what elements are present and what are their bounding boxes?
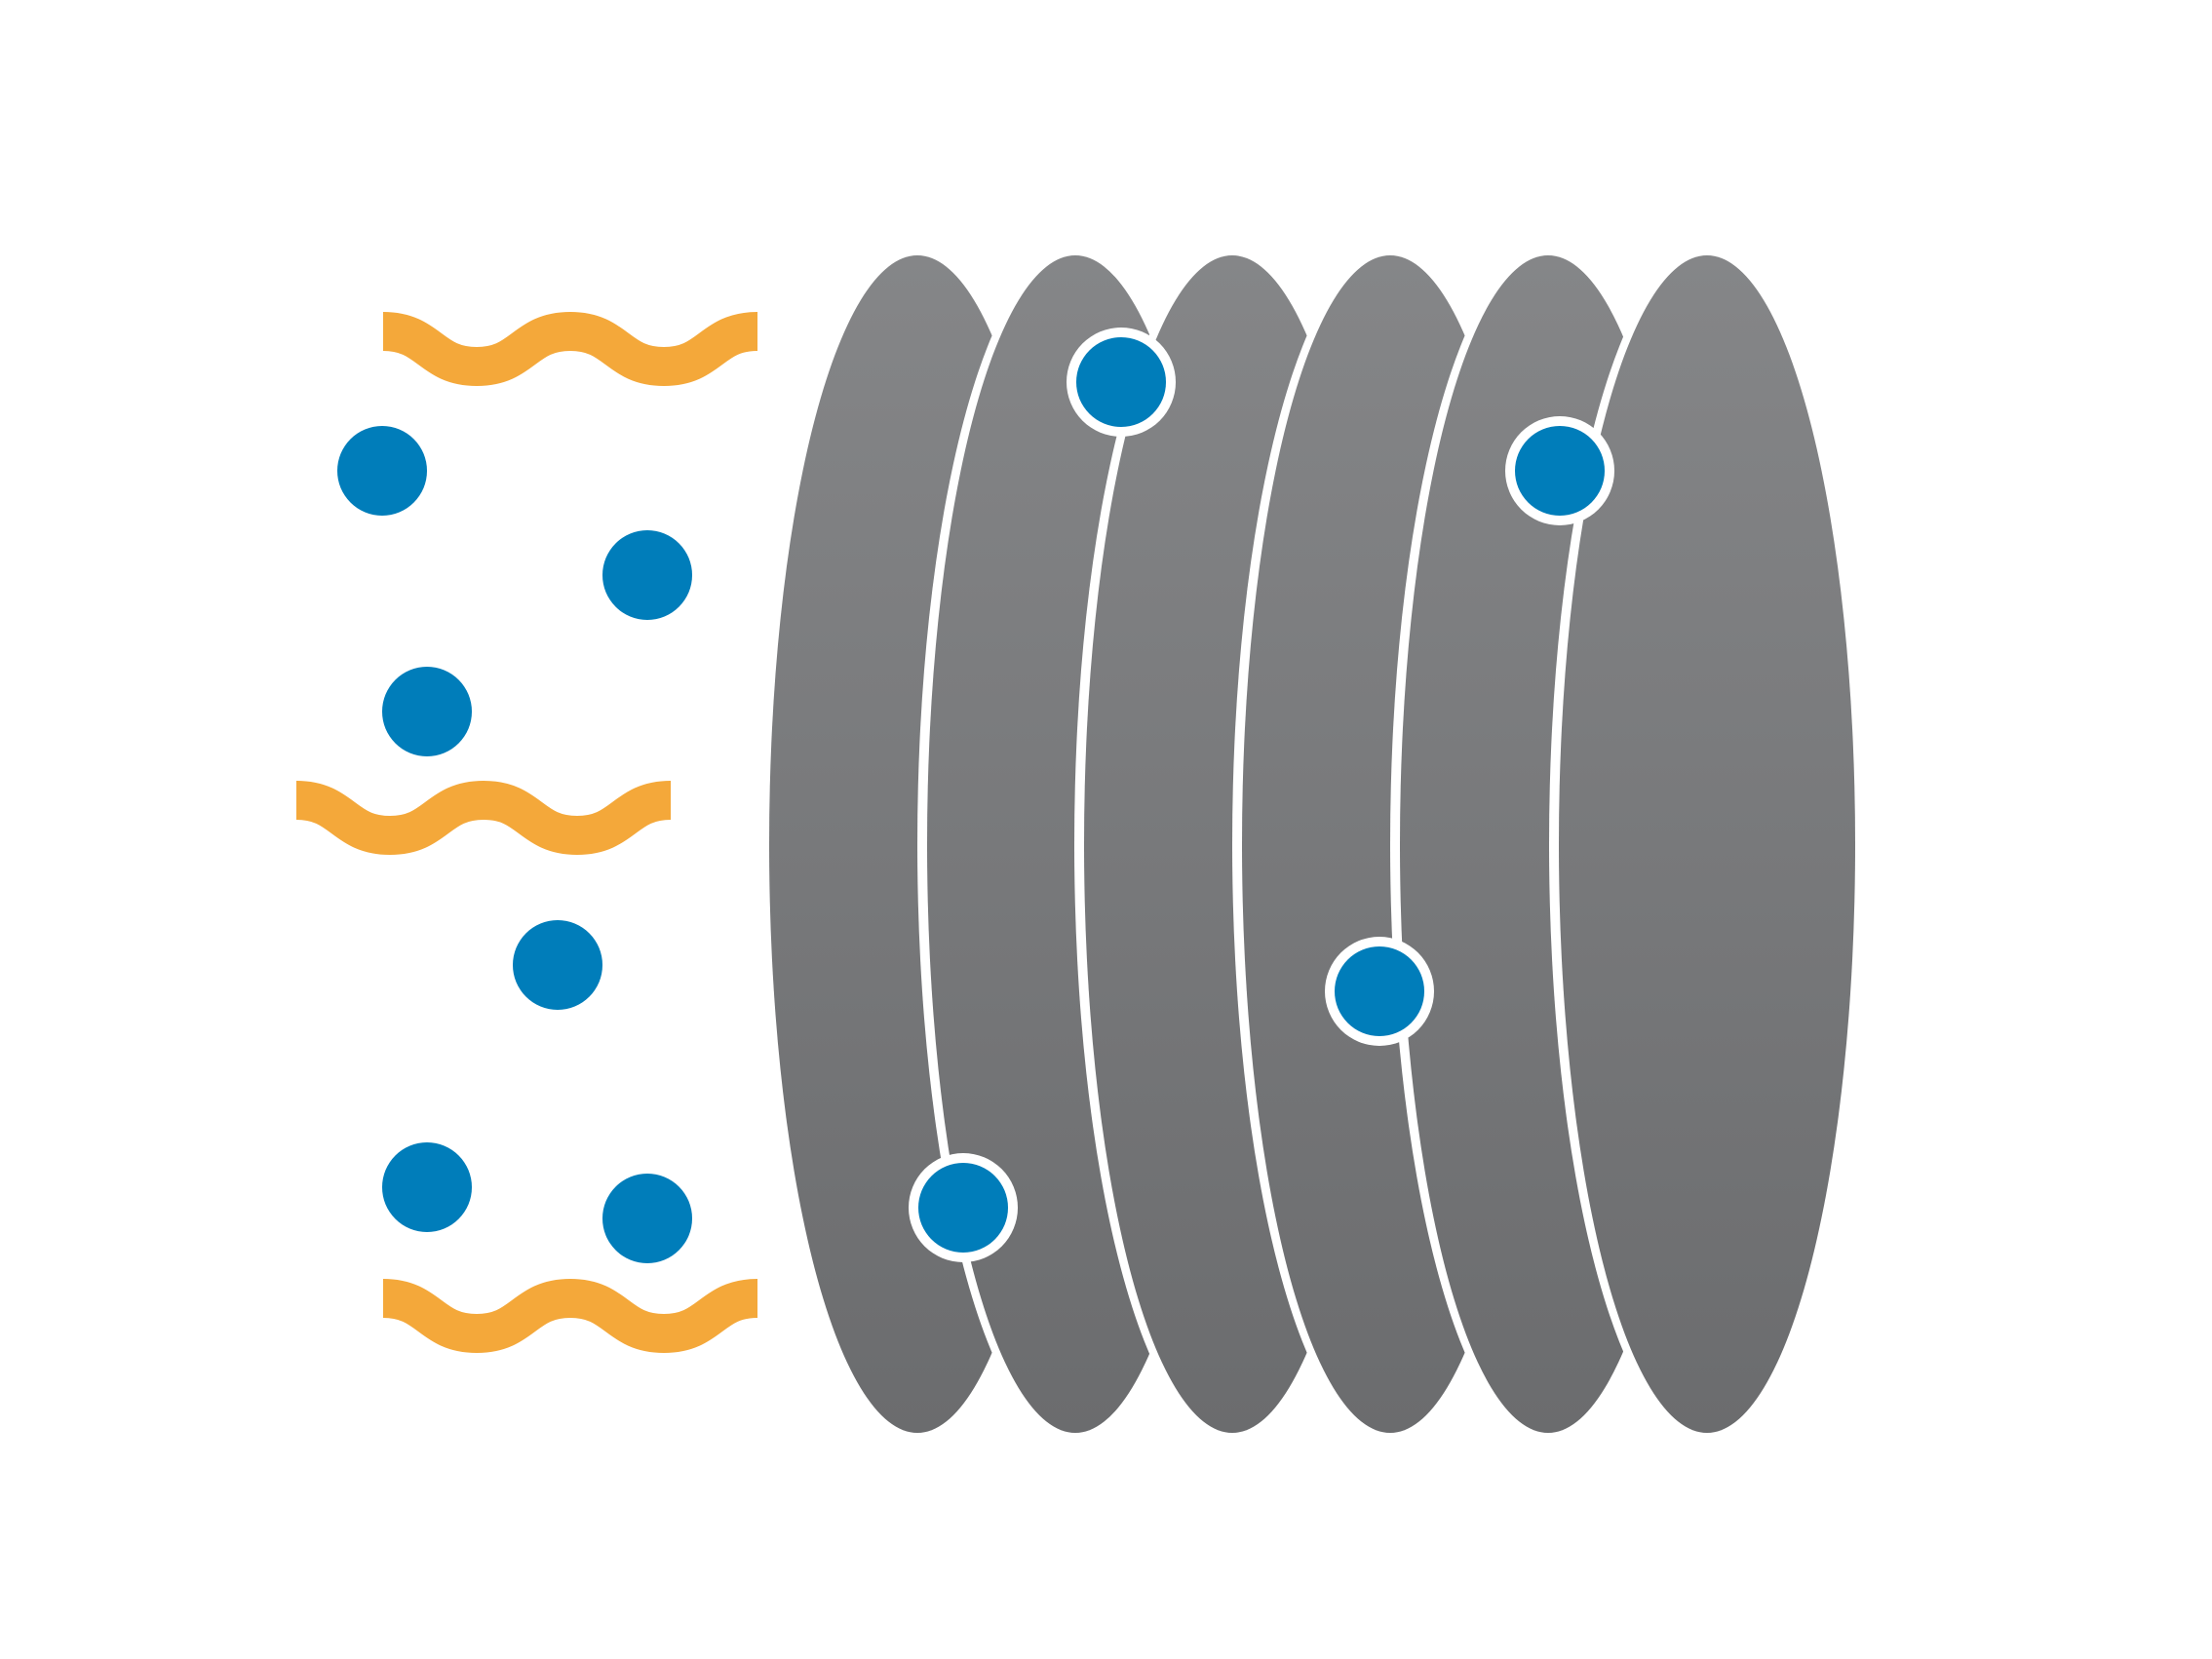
- trapped-particle-icon: [909, 1153, 1018, 1262]
- wavy-chain-icon: [294, 780, 673, 856]
- wavy-chain-icon: [381, 1278, 759, 1354]
- trapped-particle-icon: [1325, 937, 1434, 1046]
- free-particle-icon: [382, 1142, 472, 1232]
- wavy-chains-group: [294, 311, 759, 1354]
- free-particles-group: [337, 426, 692, 1263]
- free-particle-icon: [602, 530, 692, 620]
- free-particle-icon: [382, 667, 472, 756]
- wavy-chain-icon: [381, 311, 759, 387]
- trapped-particle-icon: [1505, 416, 1614, 525]
- free-particle-icon: [337, 426, 427, 516]
- trapped-particle-icon: [1067, 328, 1176, 437]
- free-particle-icon: [602, 1174, 692, 1263]
- disc-stack: [759, 246, 1865, 1443]
- free-particle-icon: [513, 920, 602, 1010]
- disc-icon: [1549, 246, 1865, 1443]
